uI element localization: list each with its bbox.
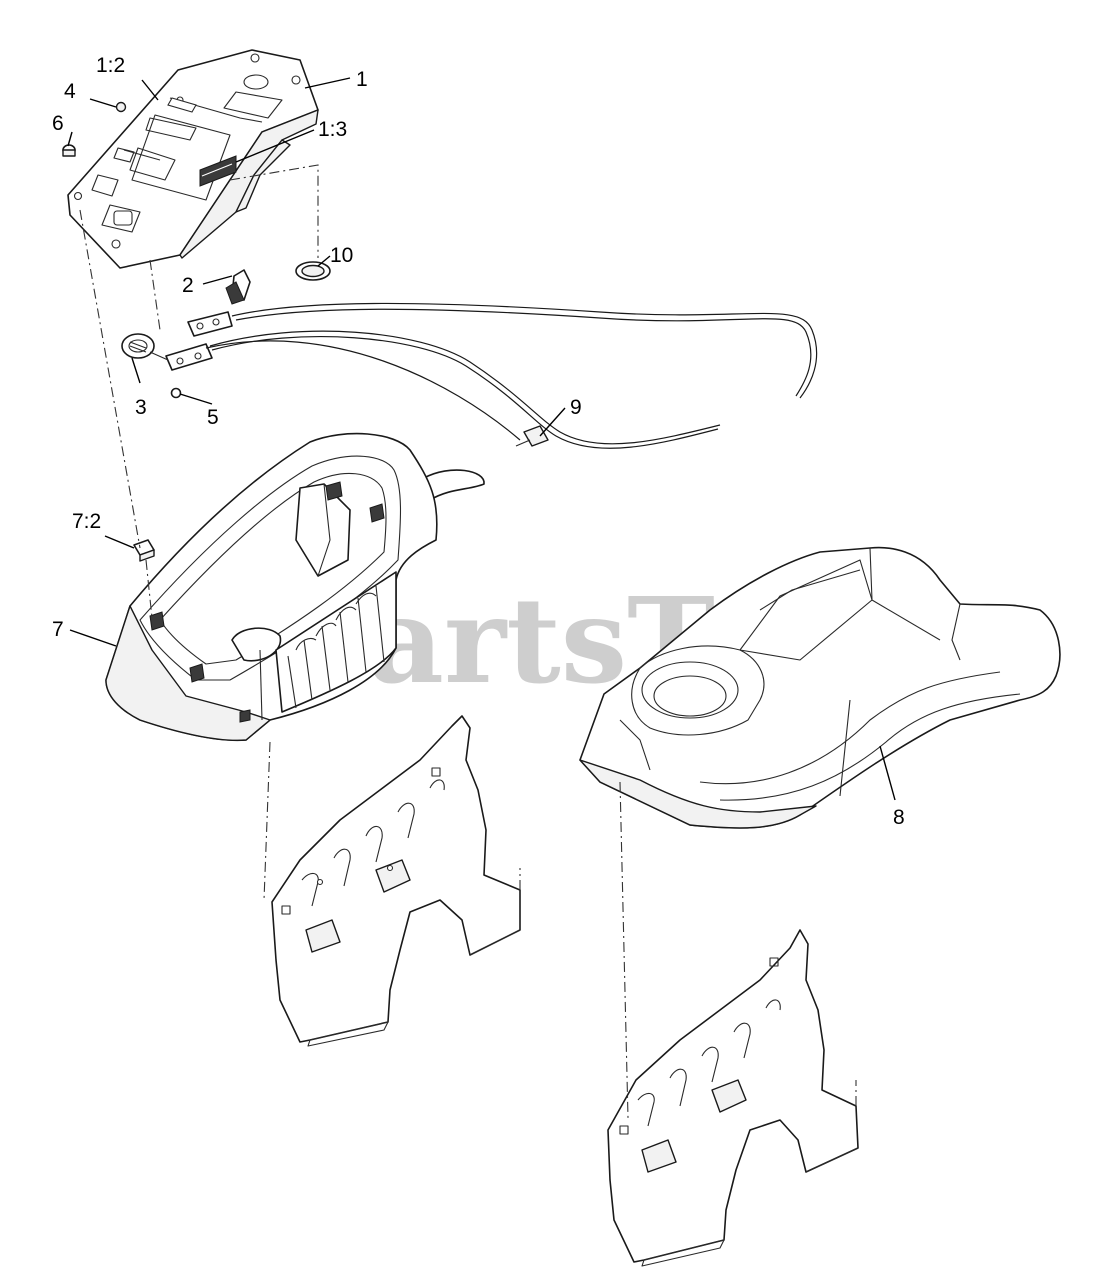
screw-part-4 [115, 101, 127, 113]
callout-9: 9 [570, 396, 582, 419]
callout-5: 5 [207, 406, 219, 429]
callout-labels: 1 1:2 1:3 4 6 10 2 3 5 9 7:2 7 8 [52, 54, 905, 829]
console-cover-part-8 [579, 546, 1061, 829]
control-panel-part-1 [67, 49, 319, 269]
callout-8: 8 [893, 806, 905, 829]
cables-part-9 [205, 302, 818, 449]
callout-2: 2 [182, 274, 194, 297]
callout-10: 10 [330, 244, 353, 267]
callout-1: 1 [356, 68, 368, 91]
nut-part-5 [170, 387, 182, 399]
mounting-plate-right [607, 929, 859, 1267]
assembly-lines [79, 164, 857, 1119]
cable-knob-part-3 [121, 333, 213, 371]
console-housing-part-7 [105, 432, 485, 742]
callout-7: 7 [52, 618, 64, 641]
callout-3: 3 [135, 396, 147, 419]
callout-6: 6 [52, 112, 64, 135]
grommet-part-10 [295, 261, 331, 281]
callout-4: 4 [64, 80, 76, 103]
callout-1-3: 1:3 [318, 118, 347, 141]
clip-nut-part-7-2 [133, 539, 155, 562]
bolt-part-6 [62, 144, 76, 157]
callout-1-2: 1:2 [96, 54, 125, 77]
leader-lines [67, 77, 896, 801]
cable-knob-part-2 [187, 269, 251, 337]
callout-7-2: 7:2 [72, 510, 101, 533]
mounting-plate-left [271, 715, 521, 1047]
